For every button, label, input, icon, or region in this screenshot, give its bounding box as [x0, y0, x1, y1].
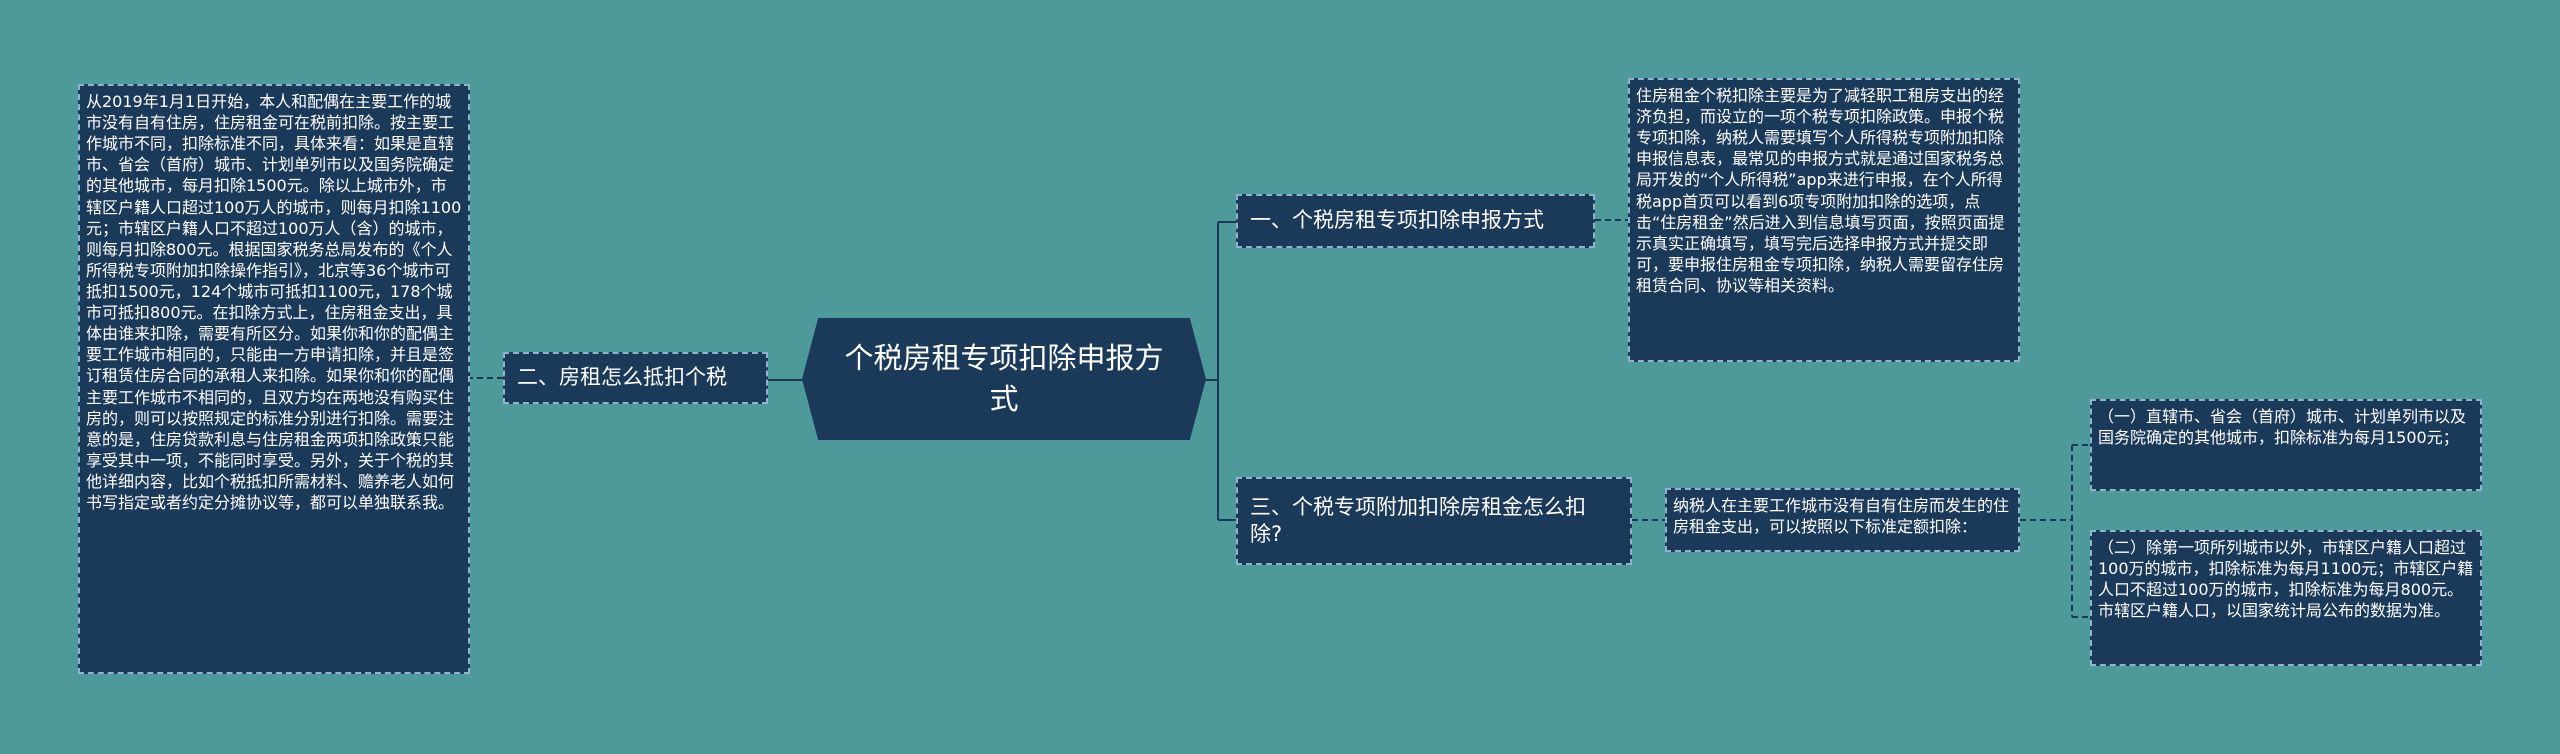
right-bottom-detail-text: 纳税人在主要工作城市没有自有住房而发生的住房租金支出，可以按照以下标准定额扣除：	[1665, 488, 2020, 552]
branch-left-label[interactable]: 二、房租怎么抵扣个税	[503, 352, 768, 404]
left-detail-text: 从2019年1月1日开始，本人和配偶在主要工作的城市没有自有住房，住房租金可在税…	[78, 84, 470, 674]
right-top-detail-text: 住房租金个税扣除主要是为了减轻职工租房支出的经济负担，而设立的一项个税专项扣除政…	[1628, 78, 2020, 362]
connector-sub-tree	[2020, 444, 2090, 618]
sub-item-1: （一）直辖市、省会（首府）城市、计划单列市以及国务院确定的其他城市，扣除标准为每…	[2090, 399, 2482, 491]
central-topic[interactable]: 个税房租专项扣除申报方式	[802, 318, 1206, 440]
branch-right-bottom-label[interactable]: 三、个税专项附加扣除房租金怎么扣除?	[1236, 477, 1632, 565]
connector-central-right	[1203, 221, 1236, 521]
branch-right-top-label[interactable]: 一、个税房租专项扣除申报方式	[1236, 194, 1595, 248]
sub-item-2: （二）除第一项所列城市以外，市辖区户籍人口超过100万的城市，扣除标准为每月11…	[2090, 530, 2482, 666]
